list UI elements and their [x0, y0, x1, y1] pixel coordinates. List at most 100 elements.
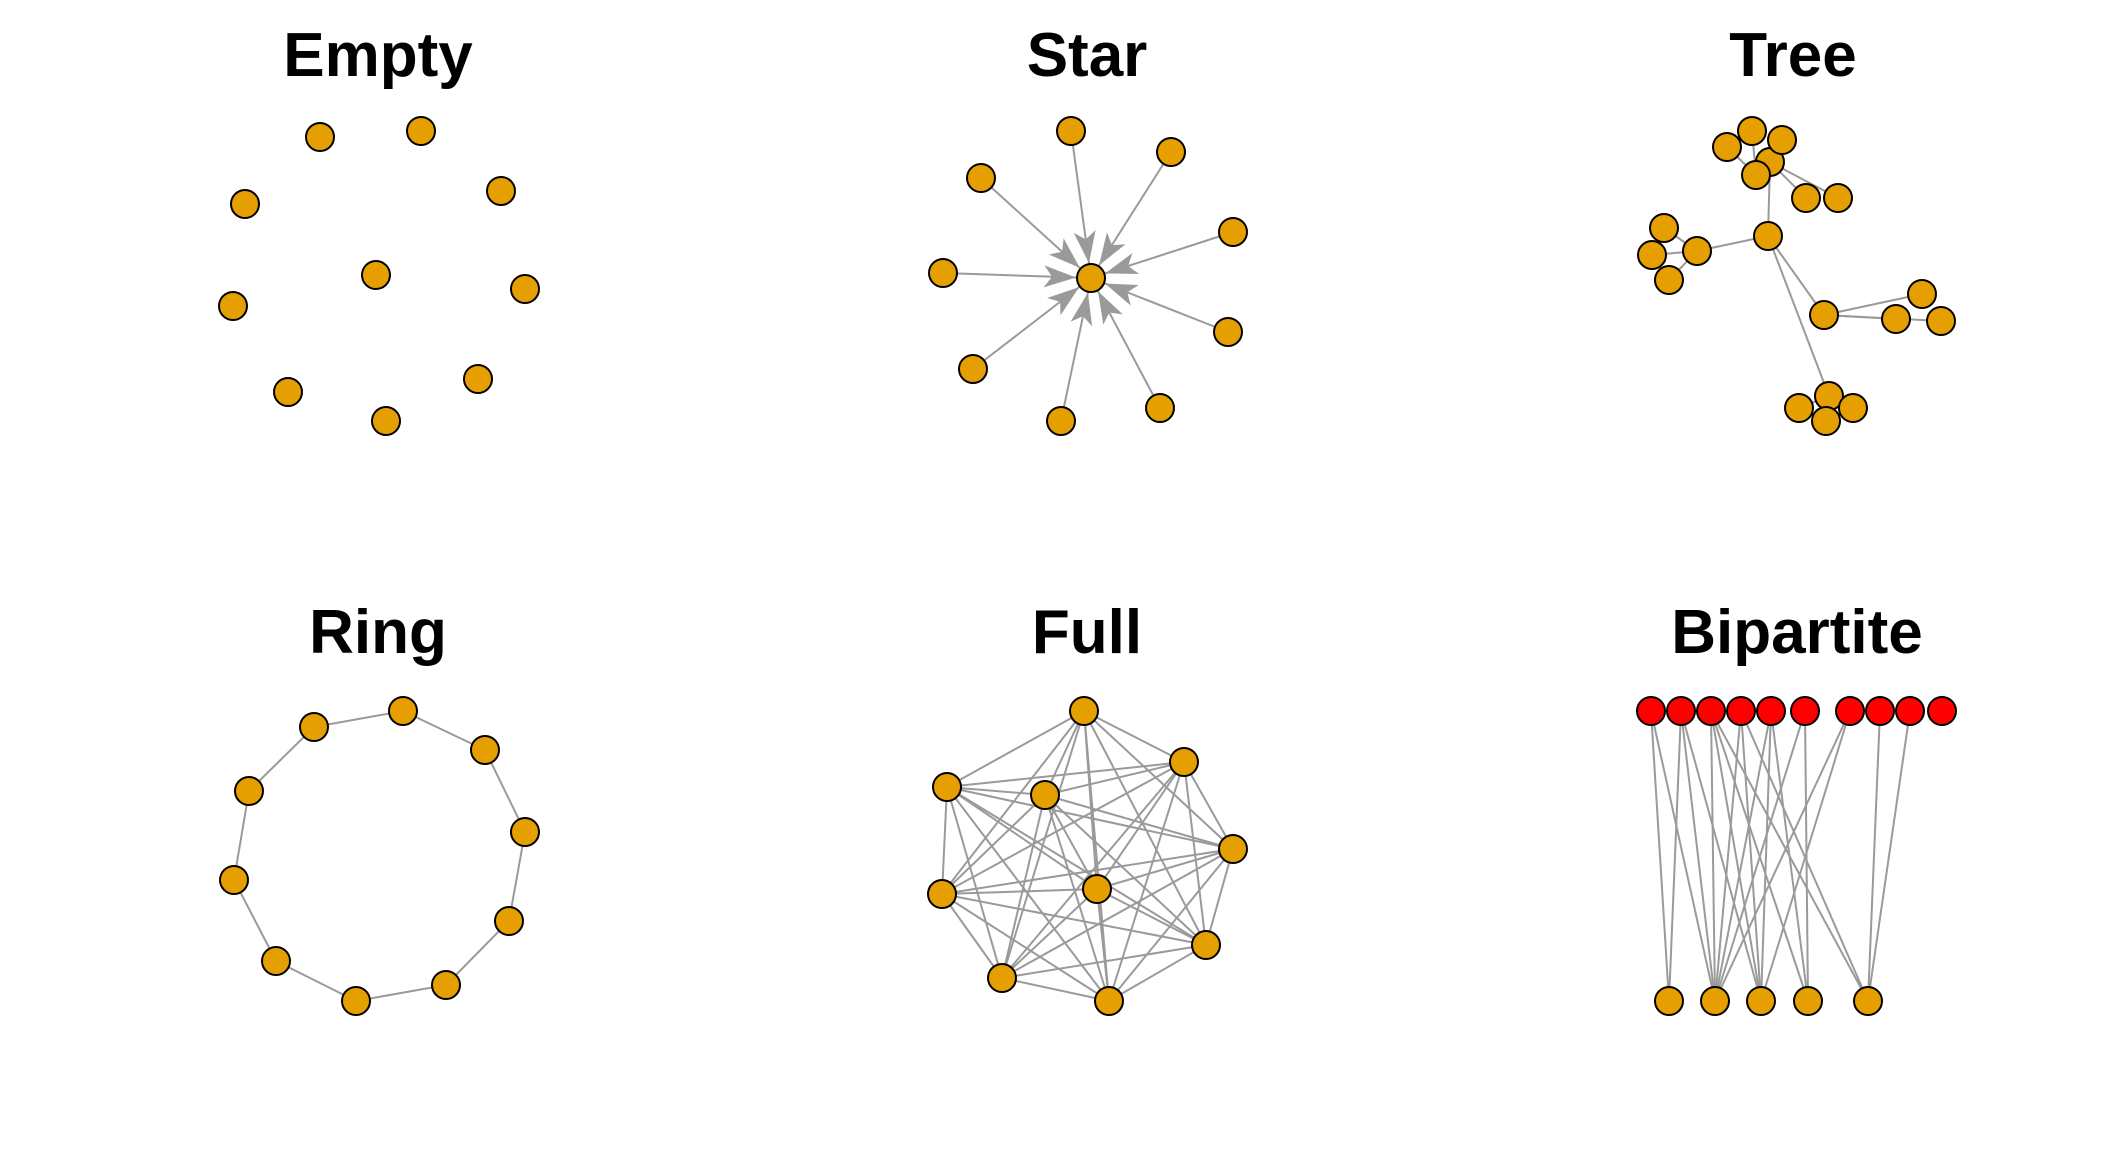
node-t8 [1823, 183, 1853, 213]
node-e2 [406, 116, 436, 146]
edge-a3-b2 [1710, 710, 1716, 1002]
node-t3 [1809, 300, 1839, 330]
edge-f7-f8 [941, 893, 1207, 946]
arrowhead-s1-s0 [1073, 229, 1096, 264]
edge-r1-r2 [402, 710, 486, 751]
node-t13 [1637, 240, 1667, 270]
panel-empty: Empty [218, 21, 540, 436]
node-b3 [1746, 986, 1776, 1016]
edge-f5-f6 [1096, 848, 1234, 890]
node-a1 [1636, 696, 1666, 726]
edge-a3-b3 [1710, 710, 1762, 1002]
edge-r3-r4 [508, 831, 526, 922]
edge-f4-f6 [1044, 794, 1098, 890]
edge-f7-f9 [941, 893, 1003, 979]
arrowhead-s9-s0 [1098, 291, 1123, 325]
node-r3 [510, 817, 540, 847]
arrowhead-s8-s0 [1070, 292, 1093, 327]
edge-f7-f10 [941, 893, 1110, 1002]
node-a3 [1696, 696, 1726, 726]
node-f4 [1030, 780, 1060, 810]
node-e10 [371, 406, 401, 436]
node-t20 [1767, 125, 1797, 155]
edge-f5-f8 [1205, 848, 1234, 946]
node-t12 [1649, 213, 1679, 243]
node-t19 [1737, 116, 1767, 146]
node-f8 [1191, 930, 1221, 960]
edge-a5-b3 [1760, 710, 1772, 1002]
edge-f1-f4 [1044, 710, 1085, 796]
edge-t3-t10 [1823, 293, 1923, 316]
node-s9 [1145, 393, 1175, 423]
edge-a2-b2 [1680, 710, 1716, 1002]
panel-bipartite: Bipartite [1636, 598, 1957, 1016]
node-e7 [510, 274, 540, 304]
arrowhead-s5-s0 [1105, 253, 1140, 274]
edge-r5-r6 [355, 984, 447, 1002]
edge-a5-b2 [1714, 710, 1772, 1002]
panel-tree: Tree [1637, 21, 1956, 436]
node-a8 [1865, 696, 1895, 726]
edge-a7-b2 [1714, 710, 1851, 1002]
edge-r10-r1 [313, 710, 404, 728]
edge-f8-f10 [1108, 944, 1207, 1002]
edge-f1-f7 [941, 710, 1085, 895]
node-t1 [1753, 221, 1783, 251]
edge-r7-r8 [233, 879, 277, 962]
node-e6 [218, 291, 248, 321]
edge-a2-b3 [1680, 710, 1762, 1002]
edge-f3-f7 [941, 786, 948, 895]
node-a10 [1927, 696, 1957, 726]
node-e3 [230, 189, 260, 219]
node-f10 [1094, 986, 1124, 1016]
panel-star: Star [928, 21, 1248, 436]
edge-f6-f7 [941, 888, 1098, 895]
node-s6 [958, 354, 988, 384]
node-a9 [1895, 696, 1925, 726]
node-s4 [928, 258, 958, 288]
edge-f3-f4 [946, 786, 1046, 796]
edge-f5-f10 [1108, 848, 1234, 1002]
node-f6 [1082, 874, 1112, 904]
node-e5 [361, 260, 391, 290]
node-r8 [219, 865, 249, 895]
panel-title-bipartite: Bipartite [1671, 598, 1922, 667]
node-s1 [1056, 116, 1086, 146]
node-a4 [1726, 696, 1756, 726]
edge-f3-f5 [946, 786, 1234, 850]
node-f9 [987, 963, 1017, 993]
panel-ring: Ring [219, 598, 540, 1016]
node-t7 [1791, 183, 1821, 213]
node-b5 [1853, 986, 1883, 1016]
node-s7 [1213, 317, 1243, 347]
node-a2 [1666, 696, 1696, 726]
edge-f2-f10 [1108, 761, 1185, 1002]
edge-r2-r3 [484, 749, 526, 833]
node-t18 [1712, 132, 1742, 162]
edge-f2-f8 [1183, 761, 1207, 946]
node-a7 [1835, 696, 1865, 726]
node-f1 [1069, 696, 1099, 726]
node-r10 [299, 712, 329, 742]
node-s8 [1046, 406, 1076, 436]
arrowhead-s2-s0 [1048, 238, 1080, 268]
edge-a9-b5 [1867, 710, 1911, 1002]
node-a6 [1790, 696, 1820, 726]
node-s3 [1156, 137, 1186, 167]
panel-title-empty: Empty [283, 21, 473, 90]
edge-f4-f7 [941, 794, 1046, 895]
edge-f1-f10 [1083, 710, 1110, 1002]
node-e9 [463, 364, 493, 394]
node-s0 [1076, 263, 1106, 293]
edge-a2-b1 [1668, 710, 1682, 1002]
node-r5 [431, 970, 461, 1000]
edge-f2-f6 [1096, 761, 1185, 890]
panel-title-full: Full [1032, 598, 1142, 667]
arrowhead-s7-s0 [1104, 283, 1139, 306]
node-t16 [1811, 406, 1841, 436]
edge-a8-b5 [1867, 710, 1881, 1002]
arrowhead-s4-s0 [1043, 265, 1077, 288]
edge-t1-t3 [1767, 235, 1825, 316]
edge-f4-f9 [1001, 794, 1046, 979]
edge-f6-f10 [1096, 888, 1110, 1002]
